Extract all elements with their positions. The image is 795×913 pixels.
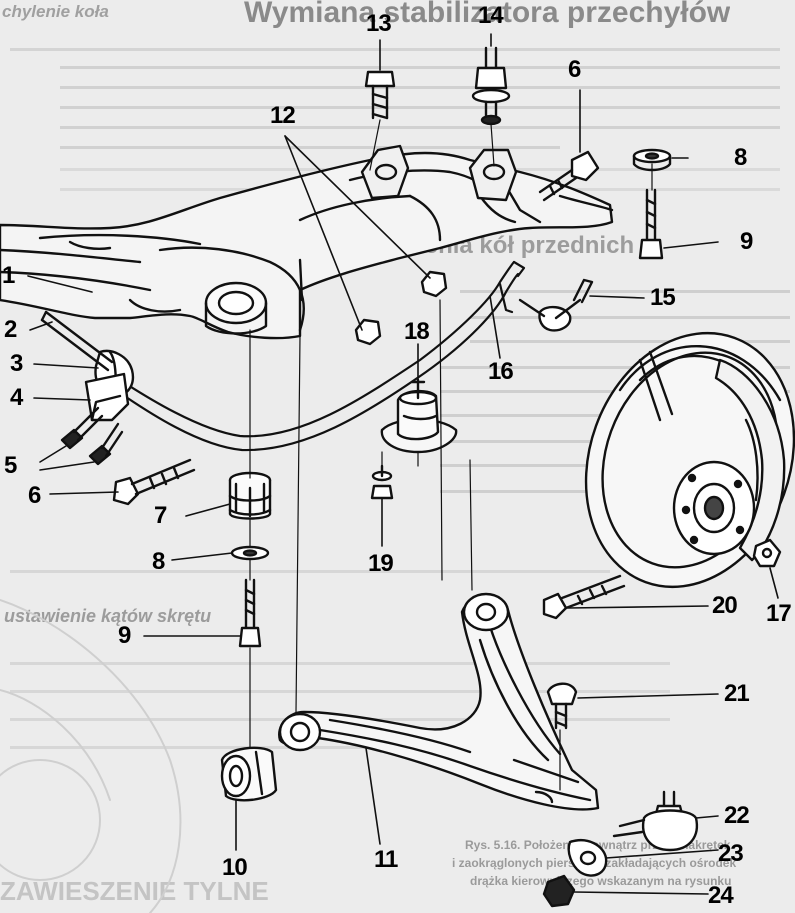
part-label-23: 23 xyxy=(718,840,744,867)
bolt-9-lower xyxy=(238,578,262,648)
part-label-16: 16 xyxy=(488,358,514,385)
part-label-9-lower: 9 xyxy=(118,622,131,649)
part-label-2: 2 xyxy=(4,316,17,343)
washer-8-upper xyxy=(632,148,672,172)
background-footer-word: ZAWIESZENIE TYLNE xyxy=(0,876,269,906)
bushing-10 xyxy=(220,746,278,802)
part-label-13: 13 xyxy=(366,10,392,37)
bolts-5 xyxy=(60,406,124,466)
part-label-8-lower: 8 xyxy=(152,548,165,575)
background-corner-title: chylenie koła xyxy=(2,2,109,21)
bar-end-2 xyxy=(40,310,114,372)
part-label-20: 20 xyxy=(712,592,738,619)
subframe xyxy=(0,144,614,340)
part-label-8-upper: 8 xyxy=(734,144,747,171)
brake-disc xyxy=(584,331,795,589)
washer-8-lower xyxy=(230,545,270,561)
ball-joint-22 xyxy=(612,790,699,852)
bolt-9-upper xyxy=(638,188,664,260)
part-label-17: 17 xyxy=(766,600,792,627)
part-label-7: 7 xyxy=(154,502,167,529)
bushing-7 xyxy=(228,471,272,520)
bracket-23 xyxy=(567,839,608,877)
bolt-6-upper xyxy=(538,150,600,202)
part-label-19: 19 xyxy=(368,550,394,577)
stabilizer-bar xyxy=(106,260,526,452)
assembly-guides xyxy=(249,119,653,791)
part-label-24: 24 xyxy=(708,882,734,909)
ghost-car-body xyxy=(0,599,182,913)
part-label-1: 1 xyxy=(2,262,15,289)
part-label-21: 21 xyxy=(724,680,750,707)
leader-lines xyxy=(27,33,779,895)
part-label-12: 12 xyxy=(270,102,296,129)
bolts-12 xyxy=(354,270,448,346)
control-arm-11 xyxy=(278,592,600,811)
part-label-4: 4 xyxy=(10,384,23,411)
part-label-6-lower: 6 xyxy=(28,482,41,509)
part-label-22: 22 xyxy=(724,802,750,829)
part-label-15: 15 xyxy=(650,284,676,311)
part-label-5: 5 xyxy=(4,452,17,479)
caption-line-3: drążka kierowniczego wskazanym na rysunk… xyxy=(470,874,732,888)
background-title: Wymiana stabilizatora przechyłów xyxy=(244,0,731,29)
part-label-10: 10 xyxy=(222,854,248,881)
nut-24 xyxy=(542,874,576,908)
nut-19 xyxy=(370,464,394,500)
mount-18 xyxy=(380,378,458,454)
bolt-14 xyxy=(471,46,511,126)
part-label-18: 18 xyxy=(404,318,430,345)
part-label-11: 11 xyxy=(374,846,398,873)
part-label-14: 14 xyxy=(478,2,504,29)
bolt-20 xyxy=(542,574,626,620)
bolt-13 xyxy=(364,70,396,120)
wheel-nut-17 xyxy=(752,538,782,568)
background-subheading: ustawienie kątów skrętu xyxy=(4,606,212,626)
part-label-6-upper: 6 xyxy=(568,56,581,83)
bolt-6-lower xyxy=(112,458,196,506)
link-15 xyxy=(518,278,594,332)
part-label-3: 3 xyxy=(10,350,23,377)
part-label-9-upper: 9 xyxy=(740,228,753,255)
ball-joint-21 xyxy=(546,682,578,730)
